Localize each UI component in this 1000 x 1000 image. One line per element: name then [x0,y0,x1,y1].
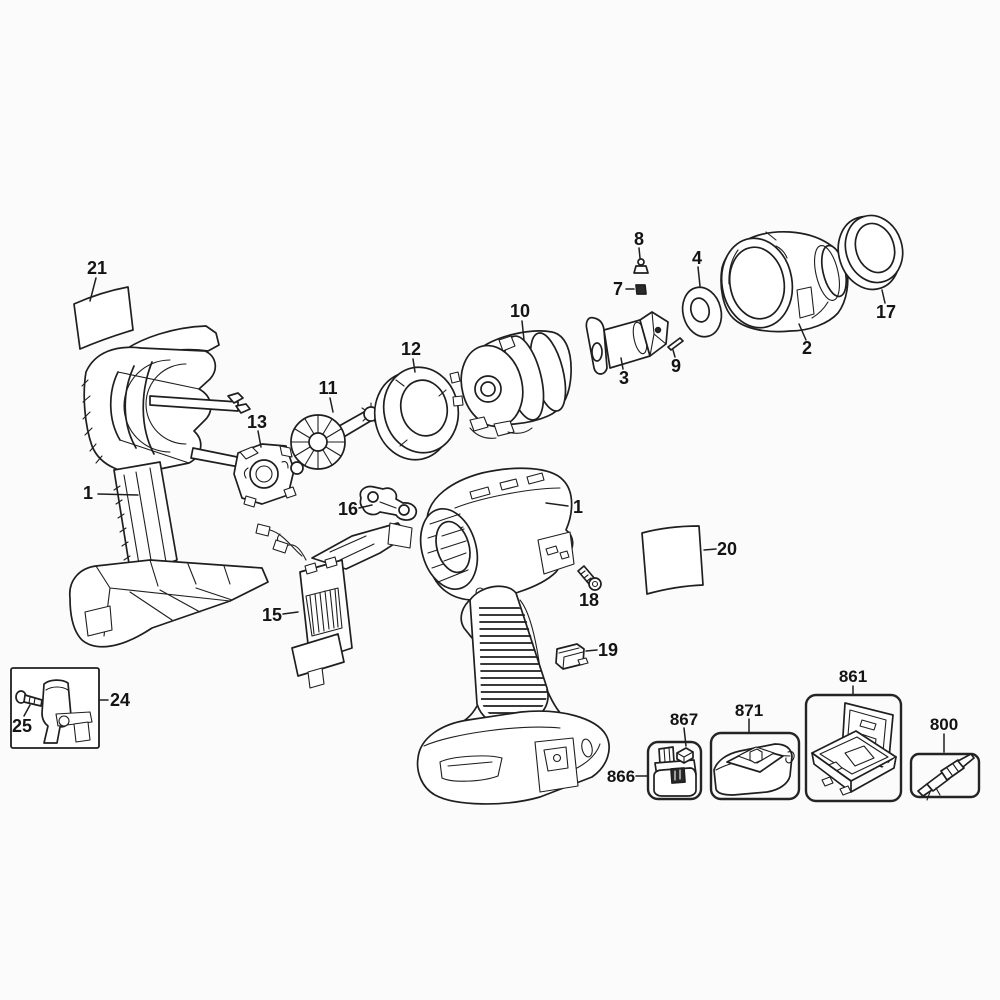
leader-2 [798,323,807,341]
callout-16: 16 [338,499,358,519]
callout-24: 24 [110,690,130,710]
callout-8: 8 [634,229,644,249]
leader-21 [89,277,97,302]
part-4-washer-drawing [681,286,723,338]
leader-10 [521,320,525,341]
leader-25 [23,704,31,717]
part-1-left-housing-drawing [69,325,269,648]
callout-866: 866 [607,767,635,786]
callout-871: 871 [735,701,763,720]
leader-16 [358,504,373,509]
part-861-kit-box-drawing [804,693,903,803]
leader-17 [881,289,886,304]
part-867-terminal-drawing [676,747,694,764]
part-2-front-housing-drawing [720,231,849,333]
leader-3 [620,357,624,370]
callout-7: 7 [613,279,623,299]
leader-867 [683,727,687,747]
callout-18: 18 [579,590,599,610]
callout-12: 12 [401,339,421,359]
part-18-screw-drawing [577,565,602,591]
leader-20 [703,548,717,551]
part-20-label-sticker-drawing [641,525,704,595]
callout-17: 17 [876,302,896,322]
callout-19: 19 [598,640,618,660]
leader-4 [697,266,701,287]
leader-11 [329,397,334,413]
callout-800: 800 [930,715,958,734]
leader-13 [257,430,262,448]
part-21-label-sticker-drawing [73,286,134,350]
part-871-charger-drawing [709,731,801,801]
callout-labels: 21 1 13 11 12 10 8 7 4 2 17 3 9 16 15 1 … [12,229,958,786]
callout-861: 861 [839,667,867,686]
callout-1-right: 1 [573,497,583,517]
callout-2: 2 [802,338,812,358]
part-13-brush-holder-drawing [233,443,297,508]
callout-25: 25 [12,716,32,736]
part-3-anvil-drawing [585,311,669,375]
leader-lines [23,247,945,777]
callout-1-left: 1 [83,483,93,503]
callout-15: 15 [262,605,282,625]
part-10-impact-mechanism-drawing [449,330,572,439]
leader-9 [672,349,676,358]
leader-15 [282,611,299,615]
leader-8 [638,247,641,259]
leader-12 [412,358,416,373]
part-11-armature-drawing [290,402,386,475]
leader-1-left [97,493,139,496]
part-12-ring-gear-drawing [373,366,460,461]
part-8-detent-pin-drawing [633,258,649,274]
part-7-retainer-drawing [635,284,647,295]
callout-21: 21 [87,258,107,278]
part-9-pin-drawing [667,337,684,351]
part-19-clip-drawing [555,643,589,670]
part-866-battery-drawing [646,740,703,801]
part-16-bracket-drawing [359,485,418,521]
leader-1-right [545,502,569,507]
callout-11: 11 [318,378,337,398]
part-17-bumper-ring-drawing [837,214,904,291]
callout-13: 13 [247,412,267,432]
callout-9: 9 [671,356,681,376]
part-24-belt-hook-kit-drawing [10,667,100,749]
part-15-switch-assembly-drawing [255,522,413,689]
callout-20: 20 [717,539,737,559]
part-800-bit-drawing [909,752,981,801]
callout-10: 10 [510,301,530,321]
leader-19 [585,649,598,652]
callout-867: 867 [670,710,698,729]
callout-4: 4 [692,248,702,268]
part-1-right-housing-drawing [416,467,610,805]
callout-3: 3 [619,368,629,388]
